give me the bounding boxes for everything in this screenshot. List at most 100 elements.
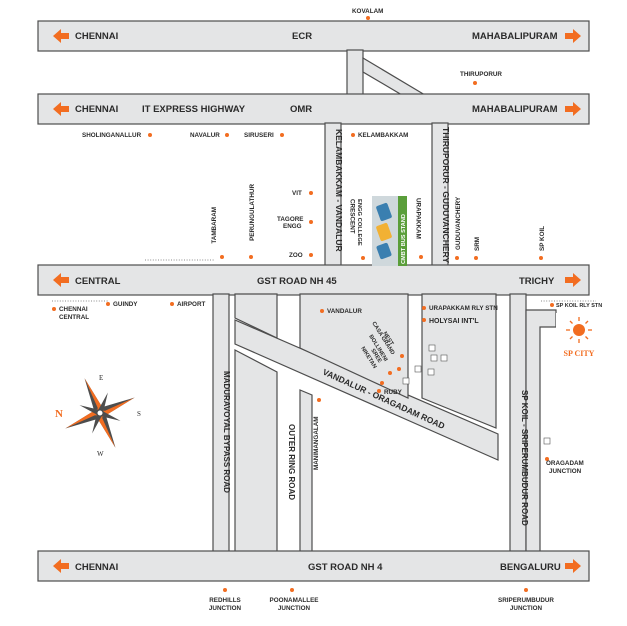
arrow-left-icon [53, 102, 69, 116]
vandalur-block [299, 293, 409, 399]
sriperumbudur-label-1: SRIPERUMBUDUR [498, 597, 554, 604]
srm-label: SRM [474, 237, 481, 251]
omr-name1-label: IT EXPRESS HIGHWAY [142, 104, 246, 115]
arrow-right-icon [565, 559, 581, 573]
location-dot-icon [351, 133, 355, 137]
compass-n-label: N [55, 408, 63, 420]
crescent-label-1: CRESCENT [349, 199, 356, 234]
sp-city-label: SP CITY [564, 349, 595, 358]
kelambakkam-vandalur-label: KELAMBAKKAM - VANDALUR [334, 129, 344, 252]
place-omr-south: SHOLINGANALLUR NAVALUR SIRUSERI KELAMBAK… [82, 132, 408, 139]
compass-south-half [95, 413, 116, 448]
vandalur-label: VANDALUR [327, 308, 362, 315]
sun-icon [573, 324, 585, 336]
zoo-label: ZOO [289, 252, 303, 259]
omr-road [37, 93, 590, 125]
gst-nh4-road [37, 550, 590, 582]
omr-name2-label: OMR [290, 104, 312, 115]
ecr-omr-connector [346, 49, 364, 96]
crescent-label-2: ENGG COLLEGE [356, 199, 362, 246]
location-dot-icon [280, 133, 284, 137]
thiruporur-label: THIRUPORUR [460, 71, 502, 78]
compass-s-label: S [137, 410, 141, 418]
navalur-label: NAVALUR [190, 132, 220, 139]
location-dot-icon [545, 457, 549, 461]
location-dot-icon [225, 133, 229, 137]
thiruporur-guduvanchery-label: THIRUPORUR - GUDUVANCHERY [441, 127, 451, 263]
compass-e-label: E [99, 374, 103, 382]
place-tambaram: TAMBARAM PERUNGULATHUR [211, 184, 256, 259]
oragadam-label-1: ORAGADAM [546, 460, 584, 467]
location-dot-icon [309, 220, 313, 224]
place-central: CHENNAI CENTRAL GUINDY AIRPORT [52, 259, 596, 321]
location-dot-icon [473, 81, 477, 85]
arrow-left-icon [53, 29, 69, 43]
location-dot-icon [249, 255, 253, 259]
location-dot-icon [170, 302, 174, 306]
location-dot-icon [223, 588, 227, 592]
location-dot-icon [474, 256, 478, 260]
gst45-name-label: GST ROAD NH 45 [257, 276, 337, 287]
vit-label: VIT [292, 190, 302, 197]
gst4-east-label: BENGALURU [500, 562, 561, 573]
omr-east-label: MAHABALIPURAM [472, 104, 558, 115]
place-projects: CASA GRAND NEST BOLLINENI SREE NIKETAN R… [359, 321, 551, 445]
location-dot-icon [419, 255, 423, 259]
location-dot-icon [317, 398, 321, 402]
place-manimangalam: MANIMANGALAM [313, 398, 321, 470]
sholinganallur-label: SHOLINGANALLUR [82, 132, 142, 139]
gst-nh45-road [37, 264, 590, 296]
ecr-road [37, 20, 590, 52]
compass-north-half [84, 378, 105, 413]
arrow-left-icon [53, 559, 69, 573]
tambaram-label: TAMBARAM [211, 207, 218, 244]
location-dot-icon [455, 256, 459, 260]
redhills-label-1: REDHILLS [209, 597, 241, 604]
bus-stand-banner [398, 196, 407, 266]
location-dot-icon [366, 16, 370, 20]
manimangalam-road [299, 389, 313, 553]
sp-city-logo-icon: SP CITY [556, 313, 602, 363]
ecr-name-label: ECR [292, 31, 312, 42]
location-dot-icon [52, 307, 56, 311]
compass-west-half [65, 408, 100, 429]
gst4-west-label: CHENNAI [75, 562, 118, 573]
omr-west-label: CHENNAI [75, 104, 118, 115]
cmbt-label: CMBT BUS STAND [401, 214, 407, 264]
place-urapakkam: URAPAKKAM [415, 198, 423, 259]
place-sp-koil-rly: SP KOIL RLY STN [550, 303, 602, 309]
location-dot-icon [309, 191, 313, 195]
place-vit-zoo: VIT TAGORE ENGG ZOO [277, 190, 313, 259]
ecr-west-label: CHENNAI [75, 31, 118, 42]
kovalam-label: KOVALAM [352, 8, 383, 15]
guduvanchery-label: GUDUVANCHERY [455, 196, 462, 250]
cmbt-bus-stand: CMBT BUS STAND [372, 196, 407, 266]
location-dot-icon [377, 389, 381, 393]
location-dot-icon [380, 381, 384, 385]
gst45-east-label: TRICHY [519, 276, 555, 287]
location-dot-icon [400, 354, 404, 358]
place-oragadam: ORAGADAM JUNCTION [545, 457, 584, 475]
holysai-label: HOLYSAI INT'L [429, 318, 479, 325]
location-dot-icon [422, 306, 426, 310]
urapakkam-rly-label: URAPAKKAM RLY STN [429, 305, 498, 312]
bus-icon [376, 242, 392, 260]
place-kovalam: KOVALAM [352, 8, 383, 20]
poonamallee-label-1: POONAMALLEE [270, 597, 319, 604]
compass-center [96, 409, 104, 417]
sun-rays-icon [566, 317, 592, 343]
siruseri-label: SIRUSERI [244, 132, 274, 139]
place-junctions: REDHILLS JUNCTION POONAMALLEE JUNCTION S… [209, 588, 554, 612]
outer-ring-label: OUTER RING ROAD [287, 424, 296, 500]
sriperumbudur-label-2: JUNCTION [510, 605, 543, 612]
gst45-west-label: CENTRAL [75, 276, 121, 287]
kelambakkam-label: KELAMBAKKAM [358, 132, 408, 139]
tagore-label-1: TAGORE [277, 216, 303, 223]
location-dot-icon [422, 318, 426, 322]
compass-rose-icon [65, 378, 135, 448]
location-dot-icon [106, 302, 110, 306]
sp-koil-sriperumbudur-label: SP KOIL - SRIPERUMBUDUR ROAD [520, 390, 529, 526]
location-dot-icon [524, 588, 528, 592]
arrow-right-icon [565, 102, 581, 116]
